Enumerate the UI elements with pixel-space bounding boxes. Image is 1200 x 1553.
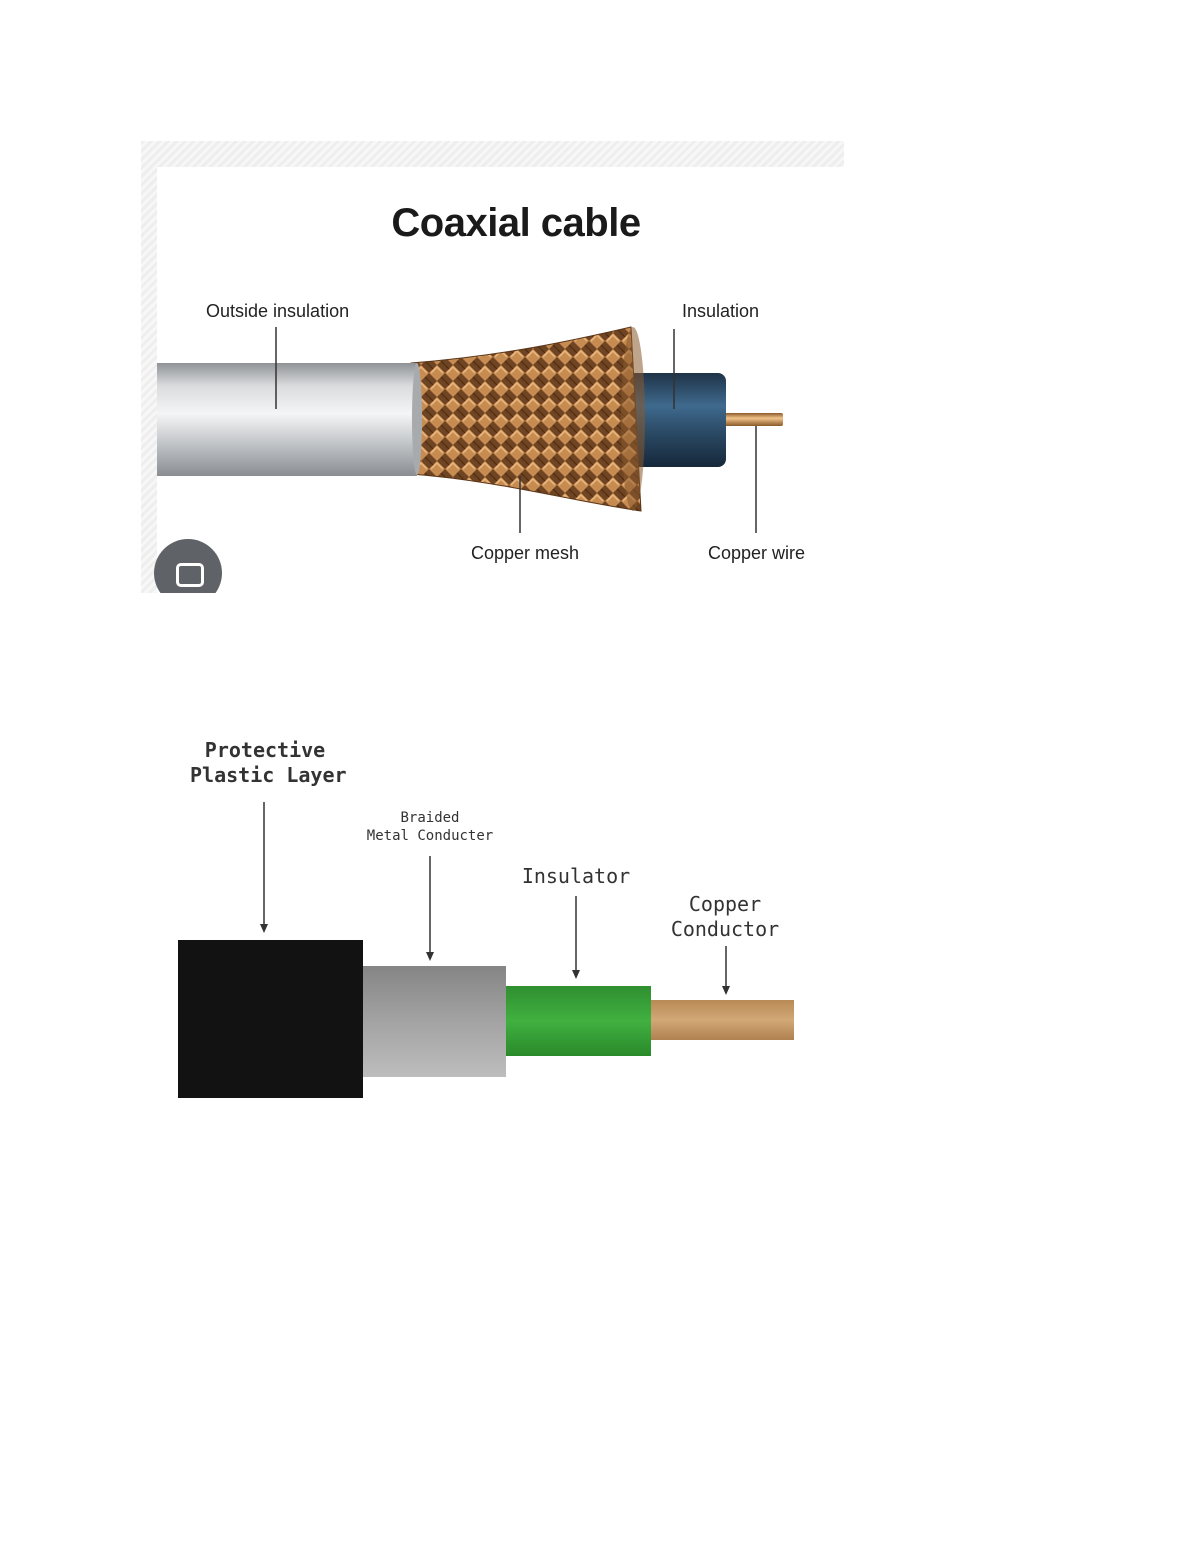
image-search-icon[interactable] bbox=[154, 539, 222, 593]
label-insulator: Insulator bbox=[521, 864, 631, 888]
label-copper-line1: Copper bbox=[688, 892, 762, 916]
copper-conductor bbox=[650, 1000, 794, 1040]
braided-metal-layer bbox=[362, 966, 506, 1077]
label-insulation: Insulation bbox=[682, 301, 760, 321]
label-copper-conductor: Copper Conductor bbox=[660, 892, 790, 942]
copper-wire-core bbox=[721, 413, 783, 426]
label-copper-mesh: Copper mesh bbox=[471, 543, 580, 563]
image-border-top bbox=[141, 141, 844, 167]
label-braided-line1: Braided bbox=[400, 810, 460, 826]
outer-jacket bbox=[157, 363, 417, 476]
image-border-left bbox=[141, 141, 157, 593]
figure-title: Coaxial cable bbox=[391, 201, 641, 245]
label-protective-line2: Plastic Layer bbox=[190, 763, 347, 787]
label-outside-insulation: Outside insulation bbox=[206, 301, 350, 321]
arrowhead-protective bbox=[260, 924, 268, 933]
label-copper-line2: Conductor bbox=[670, 917, 780, 941]
arrowhead-copper bbox=[722, 986, 730, 995]
insulator-layer bbox=[505, 986, 651, 1056]
layered-cable-illustration bbox=[178, 802, 794, 1098]
camera-icon bbox=[176, 563, 204, 587]
label-braided-metal: Braided Metal Conducter bbox=[360, 810, 500, 845]
arrowhead-braided bbox=[426, 952, 434, 961]
coaxial-cable-figure: Coaxial cable bbox=[141, 141, 844, 593]
protective-plastic-layer bbox=[178, 940, 363, 1098]
mesh-edge bbox=[621, 327, 645, 511]
outer-jacket-end bbox=[412, 363, 422, 475]
copper-mesh bbox=[410, 326, 642, 512]
arrowhead-insulator bbox=[572, 970, 580, 979]
label-protective-plastic: Protective Plastic Layer bbox=[190, 738, 347, 788]
coaxial-cable-illustration bbox=[157, 326, 783, 533]
label-copper-wire: Copper wire bbox=[708, 543, 806, 563]
label-braided-line2: Metal Conducter bbox=[366, 827, 494, 844]
layered-cable-figure: Protective Plastic Layer Braided Metal C… bbox=[160, 730, 820, 1120]
label-protective-line1: Protective bbox=[204, 738, 326, 762]
